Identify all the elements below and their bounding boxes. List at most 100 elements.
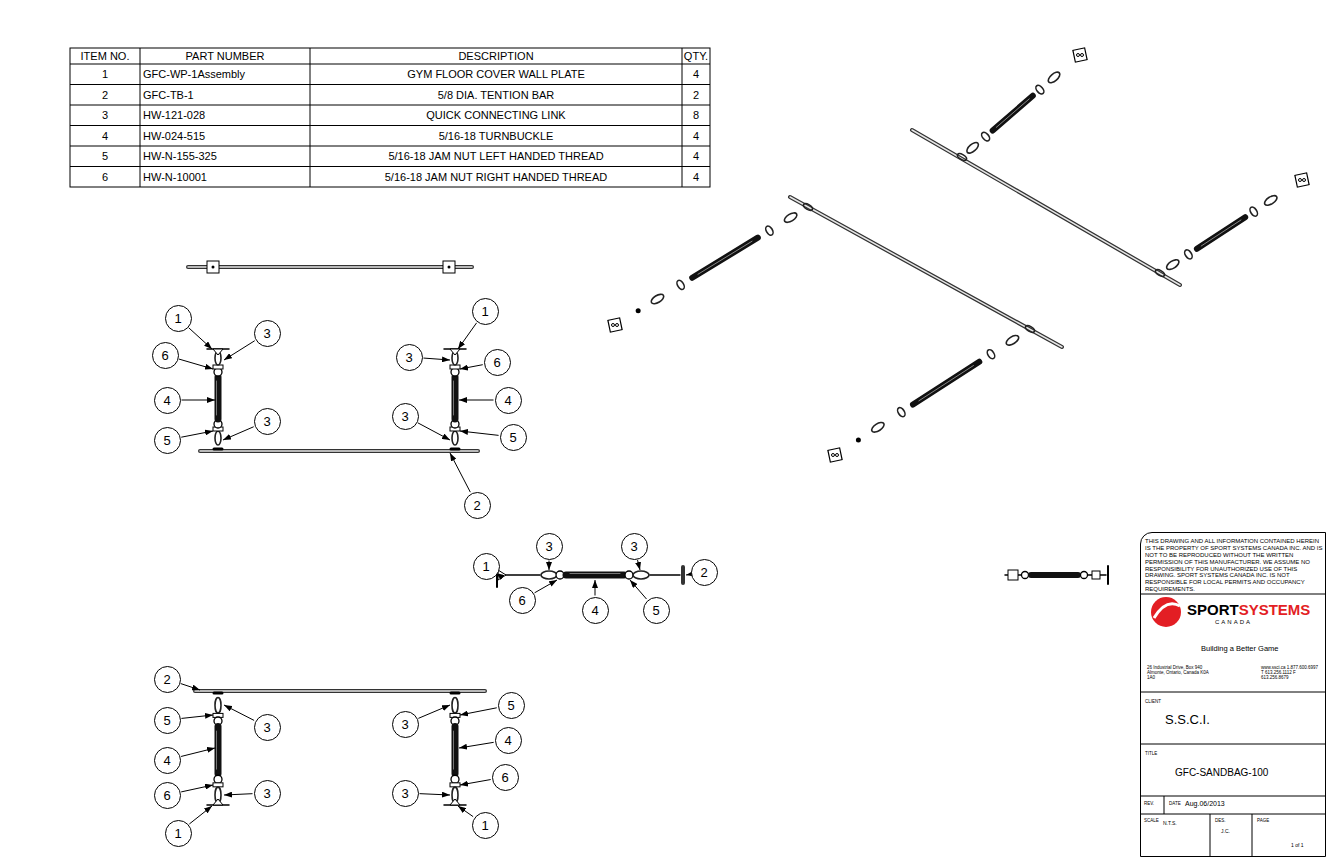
- plate-hole: [212, 266, 215, 269]
- leader-line: [595, 580, 596, 596]
- bar-lug: [451, 692, 459, 695]
- table-cell: GFC-WP-1Assembly: [143, 68, 245, 80]
- table-cell: HW-N-155-325: [143, 150, 217, 162]
- wall-plate: [828, 448, 842, 462]
- callout-number: 1: [482, 560, 489, 573]
- wall-plate: [1107, 566, 1109, 584]
- table-cell: 4: [102, 130, 108, 142]
- tension-bar: [200, 449, 478, 453]
- link-shank: [506, 574, 540, 576]
- connecting-link: [1263, 194, 1279, 208]
- table-rule: [70, 84, 710, 85]
- leader-line: [630, 580, 647, 599]
- leader-line: [181, 785, 213, 792]
- callout-number: 4: [591, 604, 598, 617]
- connecting-link: [633, 571, 649, 579]
- leader-line: [460, 365, 483, 369]
- title-block-text: PAGE: [1257, 818, 1269, 823]
- plate-hole: [448, 266, 451, 269]
- turnbuckle-highlight: [996, 99, 1029, 128]
- tension-bar: [681, 567, 685, 583]
- callout-number: 4: [504, 394, 511, 407]
- connecting-link: [452, 697, 458, 713]
- turnbuckle-body: [993, 96, 1033, 131]
- eye-ring: [896, 406, 906, 418]
- callout-number: 6: [518, 594, 525, 607]
- table-cell: QUICK CONNECTING LINK: [426, 109, 565, 121]
- plate-hole: [1077, 54, 1080, 57]
- jam-nut: [213, 783, 223, 787]
- callout-balloon: 3: [254, 408, 281, 435]
- leader-line: [224, 341, 255, 360]
- title-block-text: SCALE: [1144, 818, 1159, 823]
- callout-balloon: 2: [464, 492, 491, 519]
- title-block-rule: [1210, 814, 1211, 857]
- leader-line: [181, 431, 213, 437]
- turnbuckle-body: [692, 238, 758, 278]
- table-cell: 3: [102, 109, 108, 121]
- callout-balloon: 4: [154, 747, 181, 774]
- callout-balloon: 1: [472, 298, 499, 325]
- plate-hole: [836, 454, 839, 457]
- eye-ring: [980, 131, 991, 142]
- callout-balloon: 6: [154, 782, 181, 809]
- title-block-text: Aug.06/2013: [1185, 800, 1225, 808]
- callout-balloon: 4: [582, 597, 609, 624]
- turnbuckle-body: [1031, 572, 1078, 578]
- tension-bar: [195, 689, 485, 693]
- plate-hole: [616, 324, 619, 327]
- turnbuckle-highlight: [1201, 220, 1241, 246]
- eye-ring: [451, 775, 459, 783]
- title-block-text: CANADA: [1215, 619, 1252, 626]
- leader-line: [638, 560, 640, 570]
- plate-bracket: [450, 799, 460, 805]
- callout-number: 1: [174, 312, 181, 325]
- callout-number: 3: [401, 787, 408, 800]
- leader-line: [418, 423, 450, 440]
- leader-line: [181, 684, 200, 690]
- jam-nut: [450, 783, 460, 787]
- callout-number: 6: [163, 789, 170, 802]
- callout-balloon: 4: [495, 387, 522, 414]
- leader-line: [189, 328, 212, 349]
- callout-balloon: 3: [392, 403, 419, 430]
- callout-balloon: 4: [154, 387, 181, 414]
- tension-bar: [912, 130, 1180, 285]
- leader-line: [686, 574, 690, 576]
- table-cell: 2: [102, 89, 108, 101]
- callout-number: 1: [481, 305, 488, 318]
- title-block-text: REV.: [1144, 801, 1154, 806]
- plate-bracket: [213, 349, 223, 355]
- title-block: THIS DRAWING AND ALL INFORMATION CONTAIN…: [1140, 532, 1326, 857]
- title-block-text: SYSTEMS: [1239, 601, 1311, 618]
- turnbuckle-highlight: [570, 573, 620, 574]
- logo-swoosh: [1154, 604, 1180, 618]
- leader-line: [458, 806, 473, 817]
- eye-ring: [214, 775, 222, 783]
- leader-line: [181, 715, 213, 718]
- table-rule: [70, 166, 710, 167]
- turnbuckle-highlight: [216, 381, 217, 415]
- table-cell: 1: [102, 68, 108, 80]
- title-block-rule: [1164, 796, 1165, 814]
- callout-balloon: 3: [254, 780, 281, 807]
- leader-line: [460, 708, 497, 715]
- callout-balloon: 3: [396, 344, 423, 371]
- table-border: [70, 48, 710, 187]
- table-cell: 5/16-18 TURNBUCKLE: [439, 130, 554, 142]
- callout-balloon: 1: [165, 820, 192, 847]
- leader-line: [182, 400, 216, 401]
- bar-lug: [1008, 570, 1018, 580]
- callout-balloon: 3: [392, 780, 419, 807]
- title-block-text: Building a Better Game: [1201, 645, 1279, 654]
- callout-number: 2: [473, 499, 480, 512]
- leader-line: [423, 358, 450, 360]
- callout-number: 2: [163, 673, 170, 686]
- wall-plate: [443, 261, 455, 273]
- callout-balloon: 5: [500, 424, 527, 451]
- eye-ring: [1183, 249, 1193, 261]
- plate-hole: [1081, 54, 1084, 57]
- title-block-text: THIS DRAWING AND ALL INFORMATION CONTAIN…: [1145, 538, 1323, 593]
- eye-ring: [625, 571, 633, 579]
